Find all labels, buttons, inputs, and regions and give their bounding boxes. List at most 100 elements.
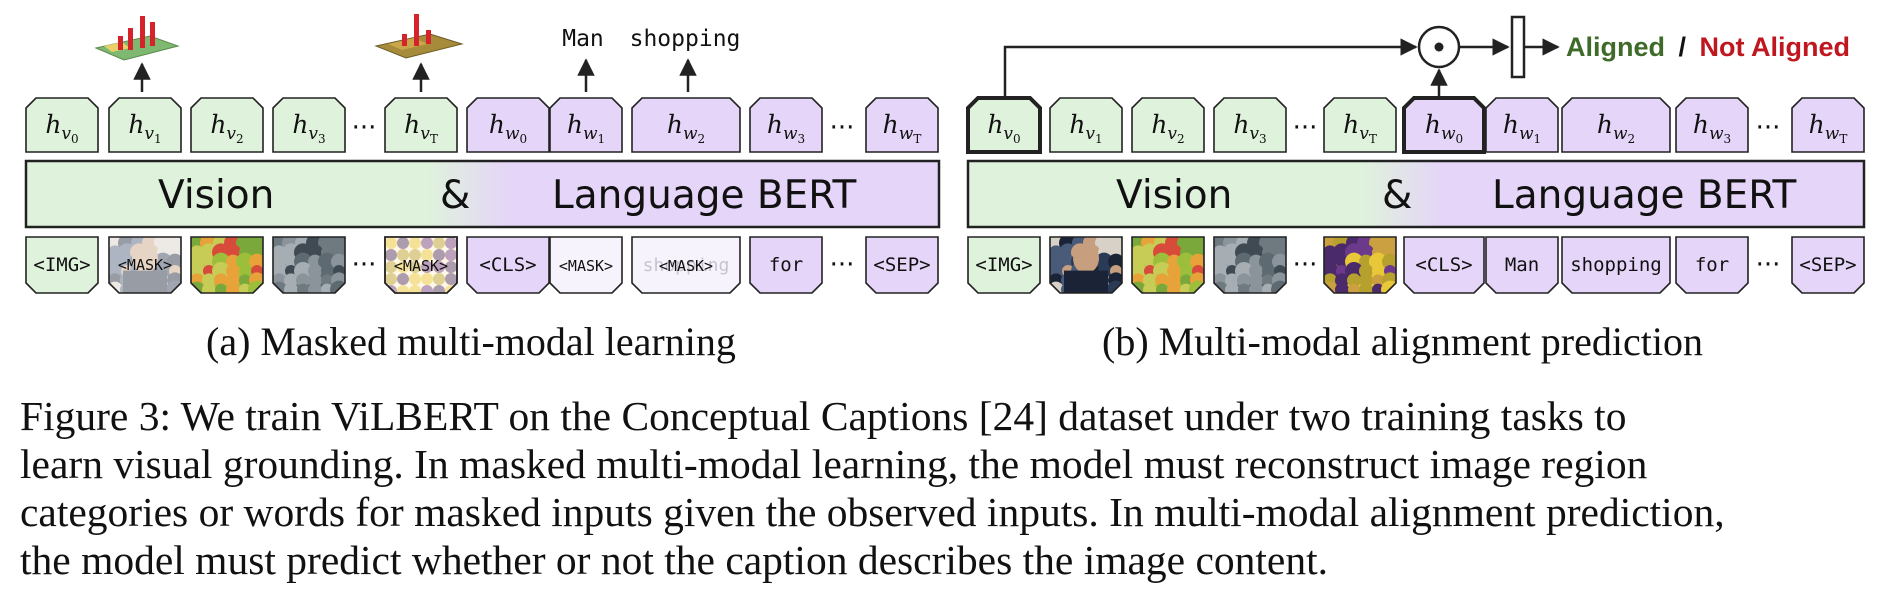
panel_b-output-token-8: hw3 (1675, 97, 1749, 153)
panel_b-input-image-3 (1213, 236, 1287, 294)
panel_a-input-token-6: <MASK> (549, 236, 623, 294)
predicted-word-shopping: shopping (630, 26, 741, 52)
bert-bar-a (24, 159, 941, 229)
panel_a-output-label-1: hv1 (128, 110, 161, 146)
panel_b-output-label-9: hwT (1809, 110, 1848, 146)
panel_b-output-token-0: hv0 (966, 96, 1042, 154)
bert-label-amp-b: & (1382, 173, 1412, 218)
panel_b-output-label-2: hv2 (1151, 110, 1184, 146)
label-separator: / (1679, 32, 1687, 62)
panel_a-output-label-3: hv3 (292, 110, 325, 146)
panel_b-output-token-7: hw2 (1561, 97, 1671, 153)
predicted-word-man: Man (562, 26, 604, 52)
caption-line-4: the model must predict whether or not th… (20, 537, 1328, 583)
caption-line-2: learn visual grounding. In masked multi-… (20, 441, 1648, 487)
panel_b-output-label-7: hw2 (1597, 110, 1635, 146)
panel_b-input-label-8: for (1695, 254, 1729, 276)
panel_a-output-label-0: hv0 (45, 110, 78, 146)
panel_a-input-ellipsis-1: ··· (830, 250, 855, 280)
panel_a-output-token-0: hv0 (25, 97, 99, 153)
classifier-box (1510, 15, 1526, 79)
panel_a-input-label-4: <MASK> (394, 257, 448, 275)
bert-label-language-a: Language BERT (552, 173, 857, 218)
bert-label-language-b: Language BERT (1492, 173, 1797, 218)
caption-line-3: categories or words for masked inputs gi… (20, 489, 1725, 535)
bert-label-amp-a: & (440, 173, 470, 218)
panel_a-input-token-9: <SEP> (865, 236, 939, 294)
panel_b-output-label-4: hvT (1343, 110, 1377, 146)
panel_b-input-token-5: <CLS> (1403, 236, 1485, 294)
panel_a-input-label-6: <MASK> (559, 257, 613, 275)
panel_a-output-label-7: hw2 (667, 110, 705, 146)
caption-line-1: Figure 3: We train ViLBERT on the Concep… (20, 393, 1627, 439)
bert-label-vision-b: Vision (1116, 173, 1232, 218)
panel_a-input-image-1: <MASK> (108, 236, 182, 294)
panel_b-output-token-3: hv3 (1213, 97, 1287, 153)
panel_a-input-label-0: <IMG> (33, 254, 90, 276)
panel-a: Man shopping hv0 hv1 hv2 hv3 hvT hw0 hw1 hw2 hw3… (24, 14, 941, 294)
region-class-prediction-icon-2 (374, 14, 464, 59)
panel-a-caption: (a) Masked multi-modal learning (206, 319, 736, 364)
panel_a-faded-word: shopping (643, 255, 730, 276)
panel_b-input-label-0: <IMG> (975, 254, 1032, 276)
panel_a-output-token-5: hw0 (466, 97, 550, 153)
panel_a-output-token-2: hv2 (190, 97, 264, 153)
panel_b-output-token-9: hwT (1791, 97, 1865, 153)
panel_a-output-label-6: hw1 (567, 110, 605, 146)
panel_b-input-label-7: shopping (1570, 254, 1662, 276)
panel_a-input-token-0: <IMG> (25, 236, 99, 294)
panel_b-input-token-6: Man (1485, 236, 1559, 294)
panel_a-input-token-8: for (749, 236, 823, 294)
panel_b-input-token-8: for (1675, 236, 1749, 294)
panel_b-output-label-0: hv0 (987, 110, 1020, 146)
panel_a-input-image-3 (272, 236, 346, 294)
panel_a-output-token-6: hw1 (549, 97, 623, 153)
panel_b-input-image-1 (1049, 236, 1123, 294)
panel_b-output-ellipsis-1: ··· (1756, 113, 1781, 143)
figure-diagram: Man shopping hv0 hv1 hv2 hv3 hvT hw0 hw1 hw2 hw3… (24, 14, 1866, 294)
panel_a-output-label-9: hwT (883, 110, 922, 146)
panel_a-output-token-4: hvT (384, 97, 458, 153)
figure-caption: Figure 3: We train ViLBERT on the Concep… (20, 392, 1872, 584)
panel_a-input-token-5: <CLS> (466, 236, 550, 294)
panel_b-input-label-5: <CLS> (1415, 254, 1472, 276)
panel_b-input-ellipsis-0: ··· (1293, 250, 1318, 280)
panel_b-input-label-9: <SEP> (1799, 254, 1856, 276)
panel_a-mask-overlay-1: <MASK> (118, 256, 172, 274)
hv0-to-dot-arrow (1003, 38, 1418, 98)
panel_a-output-ellipsis-0: ··· (352, 113, 377, 143)
panel_b-output-label-8: hw3 (1693, 110, 1731, 146)
panel_a-output-token-7: hw2 (631, 97, 741, 153)
panel_b-output-label-5: hw0 (1425, 110, 1463, 146)
region-class-prediction-icon-1 (94, 16, 180, 61)
panel_b-output-label-3: hv3 (1233, 110, 1266, 146)
panel_b-input-image-2 (1131, 236, 1205, 294)
panel_a-input-label-9: <SEP> (873, 254, 930, 276)
panel_b-input-label-6: Man (1505, 254, 1539, 276)
panel-b: Aligned / Not Aligned hv0 hv1 hv2 hv3 hvT hw0… (966, 15, 1866, 294)
panel_a-input-label-5: <CLS> (479, 254, 536, 276)
bert-bar-b (966, 159, 1866, 229)
panel_b-output-token-5: hw0 (1402, 96, 1486, 154)
panel_a-output-label-2: hv2 (210, 110, 243, 146)
panel_b-input-image-4 (1323, 236, 1397, 294)
panel_a-output-label-4: hvT (404, 110, 438, 146)
label-aligned: Aligned (1566, 32, 1665, 62)
panel_a-output-label-5: hw0 (489, 110, 527, 146)
panel_a-input-image-2 (190, 236, 264, 294)
panel_a-input-label-7: <MASK> (659, 257, 713, 275)
panel_a-input-label-8: for (769, 254, 803, 276)
panel_a-input-token-4: <MASK> (384, 236, 458, 294)
panel_a-output-token-3: hv3 (272, 97, 346, 153)
panel_b-output-token-6: hw1 (1485, 97, 1559, 153)
panel_b-output-label-1: hv1 (1069, 110, 1102, 146)
panel_b-output-token-1: hv1 (1049, 97, 1123, 153)
panel_b-output-label-6: hw1 (1503, 110, 1541, 146)
panel_b-input-token-0: <IMG> (967, 236, 1041, 294)
panel_b-input-token-7: shopping (1561, 236, 1671, 294)
panel_a-input-ellipsis-0: ··· (352, 250, 377, 280)
panel_b-input-token-9: <SEP> (1791, 236, 1865, 294)
panel_a-output-token-1: hv1 (108, 97, 182, 153)
label-not-aligned: Not Aligned (1700, 32, 1850, 62)
panel_a-output-label-8: hw3 (767, 110, 805, 146)
